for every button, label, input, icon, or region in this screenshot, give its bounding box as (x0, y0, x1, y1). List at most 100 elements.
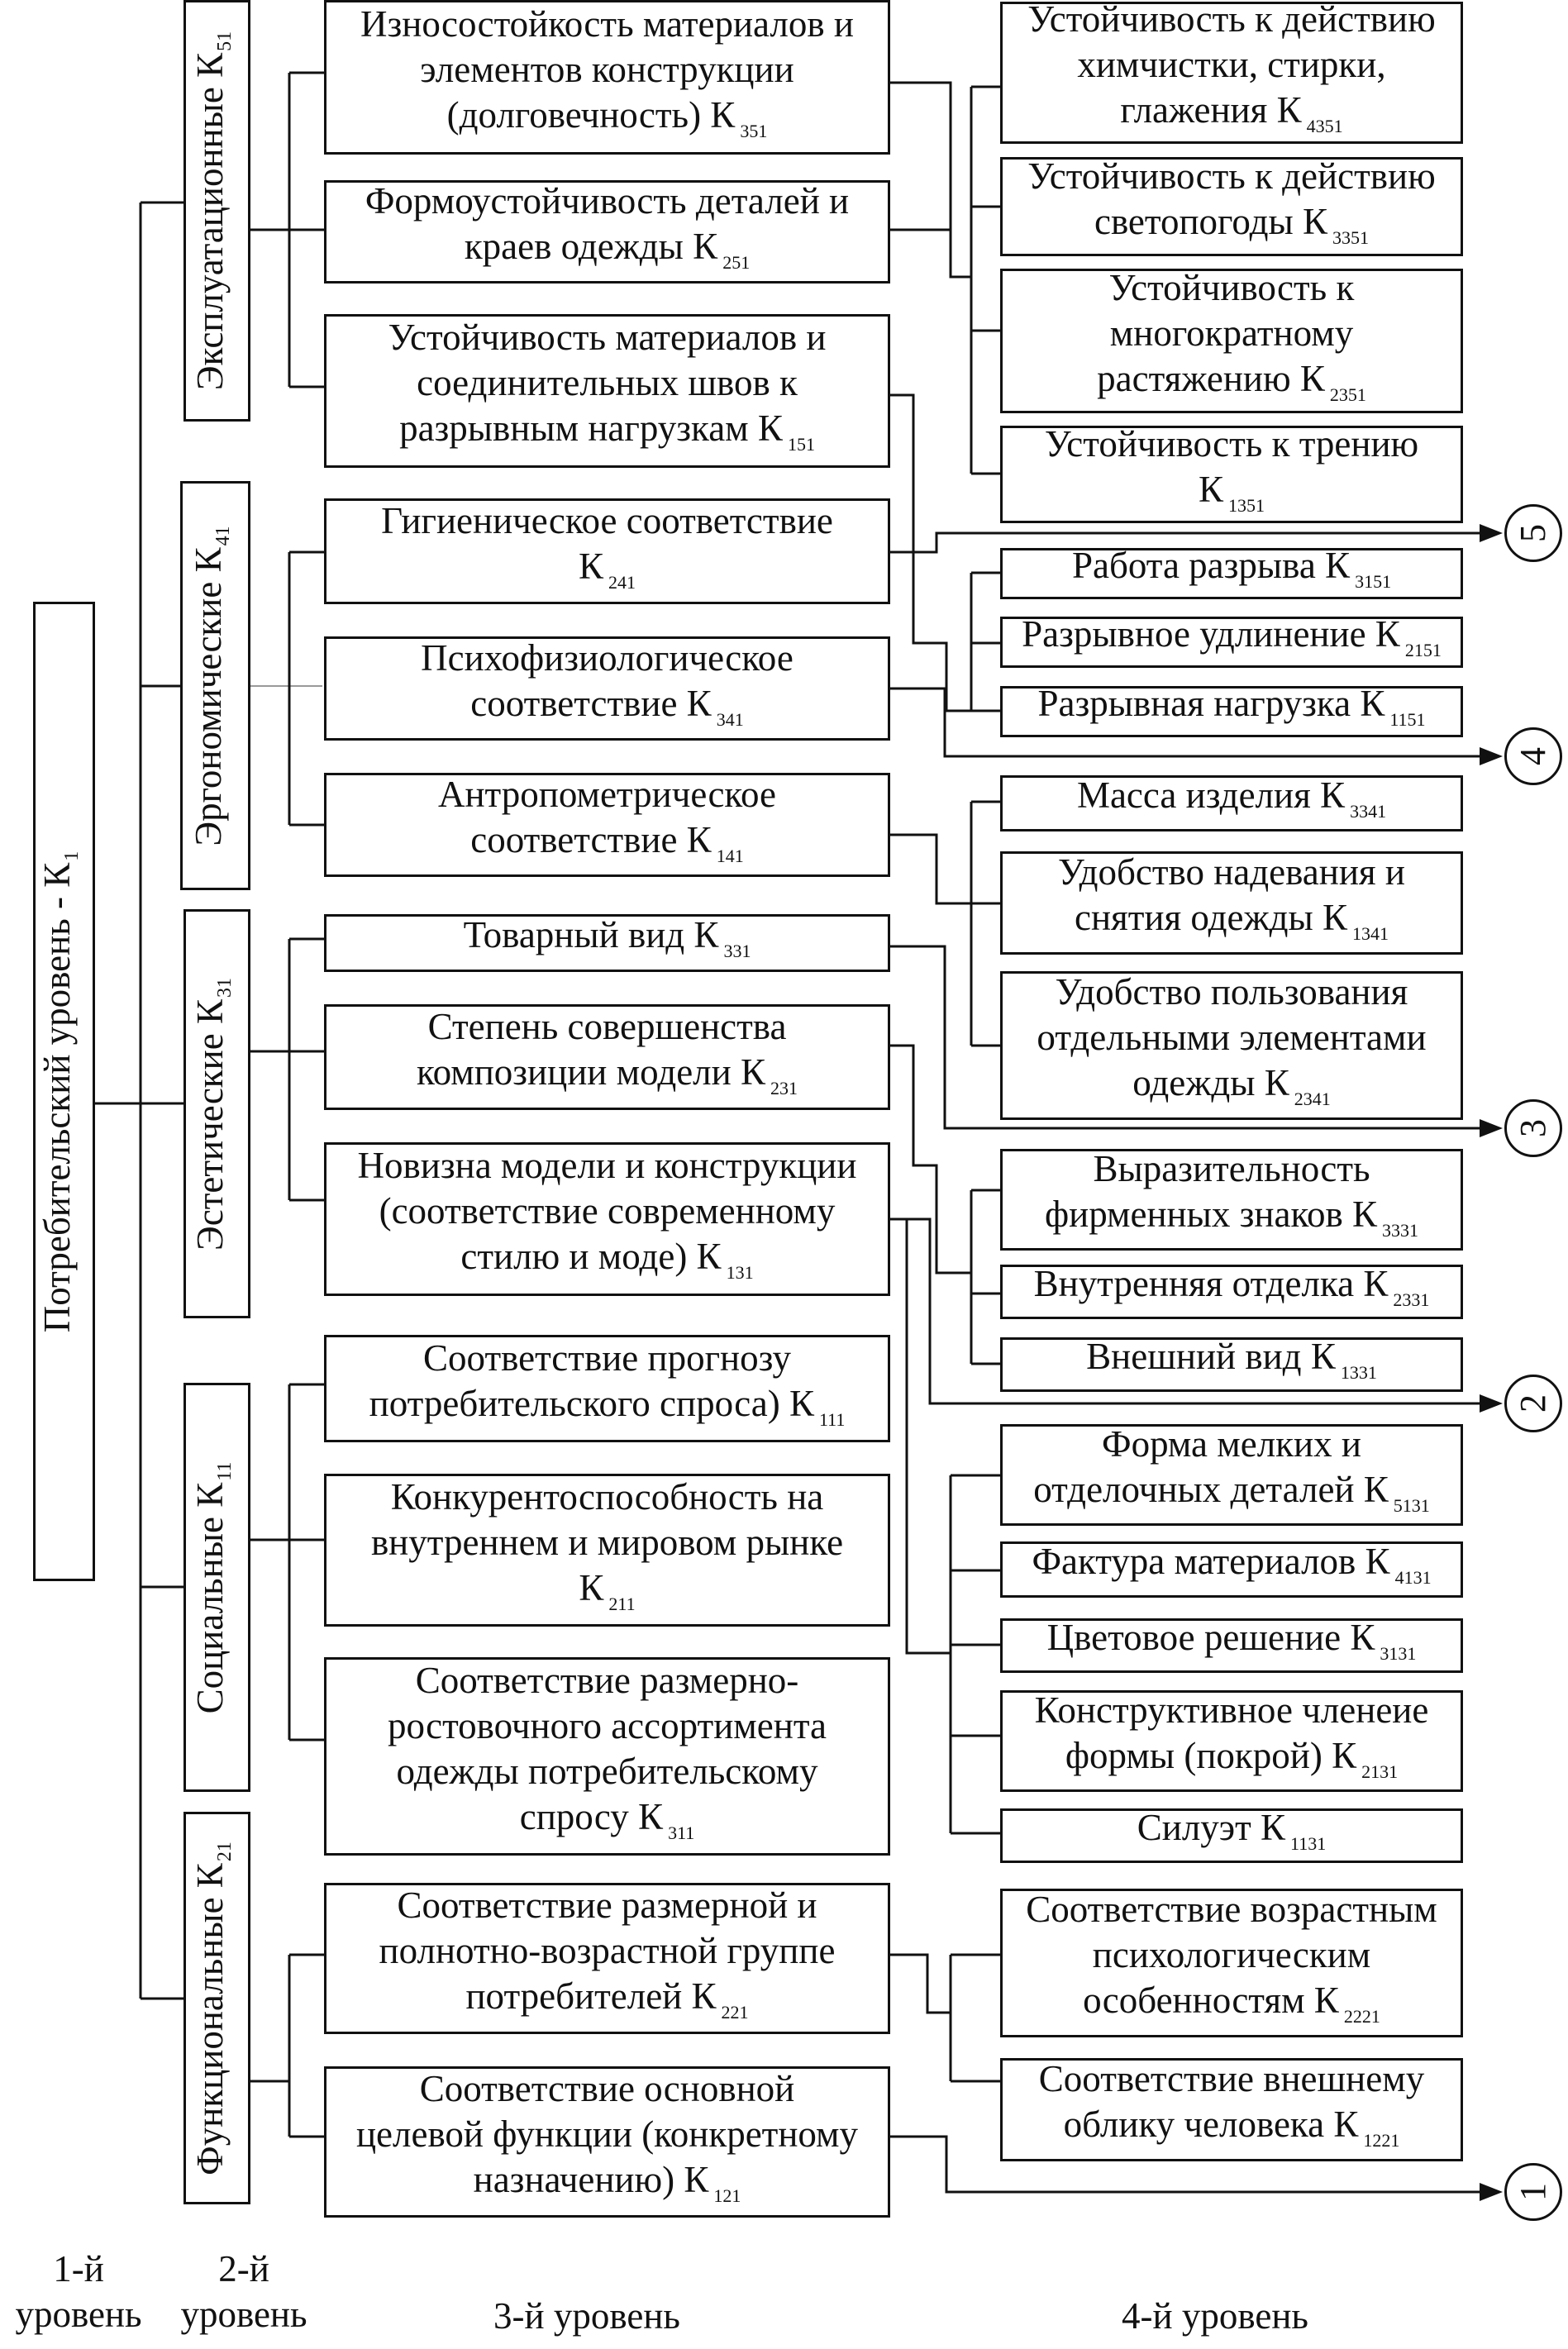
text-line: Соответствие прогнозу (423, 1336, 791, 1379)
index-sub: 211 (608, 1593, 636, 1614)
text-line: (долговечность) К (446, 93, 736, 136)
text-line: 1-й (53, 2248, 104, 2289)
connector-number: 4 (1513, 747, 1553, 765)
connector-circle-3: 3 (1504, 1099, 1562, 1157)
level1-sub: 1 (60, 850, 83, 861)
level4-box-k2351: Устойчивость к многократному растяжению … (1000, 267, 1463, 413)
index-sub: 2131 (1361, 1761, 1399, 1782)
connector-circle-2: 2 (1504, 1375, 1562, 1432)
level3-box-k221: Соответствие размерной и полнотно-возрас… (324, 1883, 890, 2034)
index-sub: 2331 (1393, 1289, 1430, 1310)
index-sub: 1351 (1228, 494, 1265, 516)
text-line: соответствие К (470, 682, 712, 724)
text-line: снятия одежды К (1074, 897, 1347, 938)
text-line: Внешний вид К (1086, 1336, 1336, 1377)
text-line: потребительского спроса) К (369, 1382, 814, 1424)
text-line: соответствие К (470, 818, 712, 860)
text-line: спросу К (519, 1795, 664, 1837)
text-line: Конкурентоспособность на (390, 1475, 824, 1518)
level4-box-k4351: Устойчивость к действию химчистки, стирк… (1000, 0, 1463, 144)
text-line: Антропометрическое (437, 773, 777, 815)
text-line: облику человека К (1063, 2104, 1359, 2145)
text-line: Новизна модели и конструкции (357, 1145, 857, 1186)
level2-sub: 51 (213, 31, 236, 51)
connector-circle-4: 4 (1504, 727, 1562, 785)
connector-number: 2 (1513, 1394, 1553, 1413)
level2-label: Функциональные К (188, 1862, 231, 2175)
text-line: Форма мелких и (1102, 1423, 1361, 1465)
connector-number: 3 (1513, 1119, 1553, 1137)
text-line: Соответствие размерной и (397, 1884, 817, 1926)
index-sub: 2341 (1294, 1089, 1331, 1109)
level2-label: Социальные К (188, 1482, 231, 1713)
text-line: Формоустойчивость деталей и (365, 180, 850, 222)
index-sub: 331 (723, 941, 751, 961)
text-line: Цветовое решение К (1046, 1617, 1375, 1658)
text-line: растяжению К (1097, 357, 1325, 399)
text-line: целевой функции (конкретному (355, 2113, 859, 2155)
level2-label: Эргономические К (187, 546, 229, 846)
text-line: Конструктивное членеие (1034, 1689, 1429, 1731)
index-sub: 241 (608, 571, 636, 593)
text-line: Разрывная нагрузка К (1037, 683, 1385, 724)
text-line: Устойчивость к действию (1027, 155, 1436, 197)
connector-number: 5 (1513, 524, 1553, 542)
text-line: Соответствие внешнему (1038, 2058, 1425, 2099)
level2-box-social: Социальные К11 (183, 1383, 250, 1792)
text-line: психологическим (1092, 1934, 1371, 1975)
text-line: особенностям К (1083, 1980, 1339, 2021)
level2-sub: 21 (213, 1841, 236, 1861)
text-line: отделочных деталей К (1033, 1469, 1389, 1510)
level3-box-k311: Соответствие размерно- ростовочного ассо… (324, 1657, 890, 1856)
text-line: Фактура материалов К (1032, 1541, 1390, 1582)
index-sub: 3331 (1382, 1220, 1419, 1241)
index-sub: 4131 (1394, 1567, 1432, 1588)
level3-box-k231: Степень совершенства композиции модели К… (324, 1004, 890, 1110)
text-line: Соответствие возрастным (1026, 1889, 1437, 1930)
index-sub: 2151 (1404, 640, 1442, 660)
index-sub: 311 (668, 1822, 695, 1843)
level4-box-k2221: Соответствие возрастным психологическим … (1000, 1889, 1463, 2037)
level3-box-k251: Формоустойчивость деталей и краев одежды… (324, 180, 890, 284)
text-line: многократному (1109, 312, 1354, 354)
level-label-3: 3-й уровень (438, 2294, 736, 2339)
level1-box: Потребительский уровень - К1 (33, 602, 95, 1581)
text-line: Разрывное удлинение К (1022, 613, 1400, 655)
index-sub: 131 (726, 1262, 754, 1283)
level2-box-exploitation: Эксплуатационные К51 (183, 0, 250, 422)
text-line: фирменных знаков К (1044, 1194, 1378, 1235)
text-line: глажения К (1120, 89, 1302, 131)
text-line: элементов конструкции (420, 48, 794, 90)
text-line: химчистки, стирки, (1077, 44, 1386, 85)
level3-box-k111: Соответствие прогнозу потребительского с… (324, 1335, 890, 1442)
text-line: краев одежды К (464, 226, 718, 267)
connector-circle-1: 1 (1504, 2163, 1562, 2221)
index-sub: 2221 (1343, 2006, 1380, 2027)
text-line: Выразительность (1093, 1148, 1370, 1189)
index-sub: 151 (787, 434, 815, 455)
index-sub: 1131 (1290, 1833, 1327, 1854)
level-label-4: 4-й уровень (1066, 2294, 1364, 2339)
text-line: Соответствие основной (419, 2067, 795, 2109)
index-sub: 5131 (1393, 1495, 1430, 1516)
index-sub: 2351 (1329, 384, 1366, 405)
text-line: К (579, 1566, 604, 1608)
level2-box-aesthetic: Эстетические К31 (183, 909, 250, 1318)
text-line: Работа разрыва К (1071, 545, 1351, 586)
level-label-1: 1-й уровень (8, 2247, 149, 2337)
text-line: Гигиеническое соответствие (381, 499, 833, 541)
index-sub: 4351 (1306, 116, 1343, 136)
index-sub: 231 (770, 1077, 798, 1098)
level3-box-k121: Соответствие основной целевой функции (к… (324, 2066, 890, 2218)
text-line: назначению) К (473, 2158, 709, 2200)
